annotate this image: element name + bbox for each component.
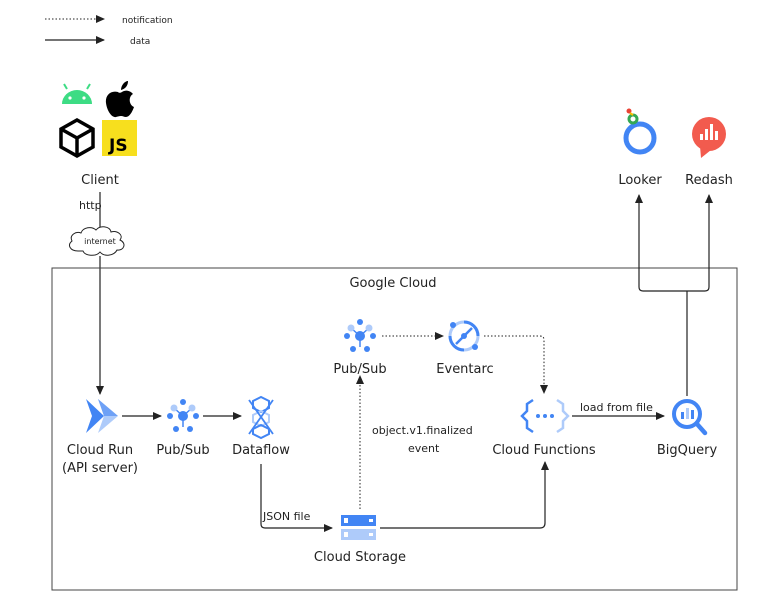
dataflow-icon <box>248 395 274 440</box>
eventarc-to-functions-arrow <box>484 335 548 394</box>
google-cloud-title: Google Cloud <box>349 276 436 291</box>
http-label: http <box>79 199 102 212</box>
looker-label: Looker <box>618 173 662 188</box>
unity-icon <box>59 117 95 159</box>
dataflow-label: Dataflow <box>232 443 290 458</box>
internet-label: internet <box>84 237 116 246</box>
cloud-storage-label: Cloud Storage <box>314 550 406 565</box>
cloud-functions-label: Cloud Functions <box>492 443 596 458</box>
pubsub-notify-label: Pub/Sub <box>333 362 386 377</box>
cloud-run-icon <box>86 399 118 433</box>
finalized-event-sublabel: event <box>408 442 440 455</box>
bigquery-label: BigQuery <box>657 443 718 458</box>
client-platform-icons: JS <box>59 81 137 159</box>
dataflow-to-storage-arrow <box>260 464 333 532</box>
js-badge-text: JS <box>108 136 128 156</box>
bigquery-to-redash-arrow <box>687 194 713 292</box>
eventarc-icon <box>448 320 480 352</box>
json-file-label: JSON file <box>262 510 311 523</box>
javascript-icon: JS <box>102 120 137 156</box>
pubsub-ingest-icon <box>167 399 199 432</box>
legend: notification data <box>45 15 173 47</box>
finalized-event-label: object.v1.finalized <box>372 424 473 437</box>
bigquery-to-looker-arrow <box>635 194 687 292</box>
cloud-run-sublabel: (API server) <box>62 461 138 476</box>
cloud-functions-icon <box>520 398 570 434</box>
legend-notification-label: notification <box>122 16 173 26</box>
pubsub-notify-icon <box>344 319 376 352</box>
cloud-storage-icon <box>341 515 376 540</box>
redash-label: Redash <box>685 173 733 188</box>
eventarc-label: Eventarc <box>436 362 493 377</box>
internet-cloud-icon: internet <box>69 226 125 256</box>
looker-icon <box>623 108 657 155</box>
google-cloud-boundary <box>51 267 738 591</box>
cloud-run-label: Cloud Run <box>67 443 133 458</box>
pubsub-ingest-label: Pub/Sub <box>156 443 209 458</box>
storage-to-functions-arrow <box>380 461 549 529</box>
client-label: Client <box>81 173 119 188</box>
apple-icon <box>105 81 134 118</box>
legend-data-label: data <box>130 37 150 47</box>
load-from-file-label: load from file <box>580 401 653 414</box>
bigquery-icon <box>672 399 708 436</box>
redash-icon <box>692 117 726 158</box>
android-icon <box>62 83 92 104</box>
